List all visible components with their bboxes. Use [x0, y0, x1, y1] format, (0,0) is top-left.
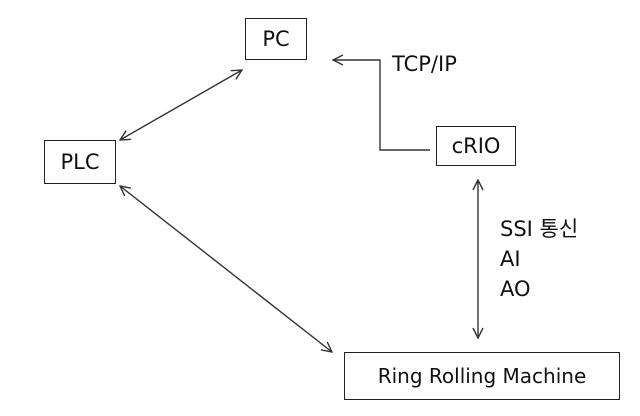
- edge-label-communication: SSI 통신 AI AO: [500, 214, 578, 304]
- node-plc: PLC: [44, 140, 116, 184]
- edge-plc-pc: [120, 70, 242, 140]
- node-pc: PC: [245, 18, 307, 60]
- comm-label-ao: AO: [500, 277, 531, 301]
- comm-label-ssi: SSI 통신: [500, 217, 579, 241]
- node-ring-rolling-machine: Ring Rolling Machine: [344, 352, 620, 400]
- edge-plc-machine: [120, 186, 332, 352]
- edge-crio-pc: [333, 60, 430, 151]
- comm-label-ai: AI: [500, 247, 521, 271]
- edge-label-tcp-ip: TCP/IP: [392, 52, 457, 76]
- node-crio: cRIO: [436, 126, 516, 166]
